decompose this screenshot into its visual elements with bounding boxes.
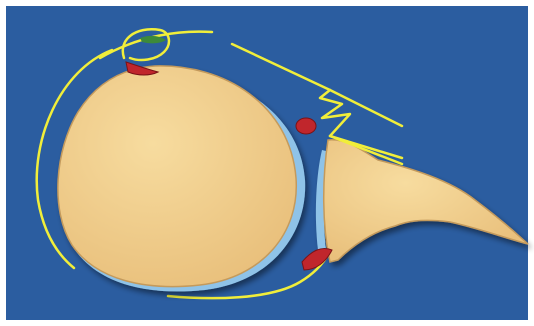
loose-body — [296, 118, 316, 134]
